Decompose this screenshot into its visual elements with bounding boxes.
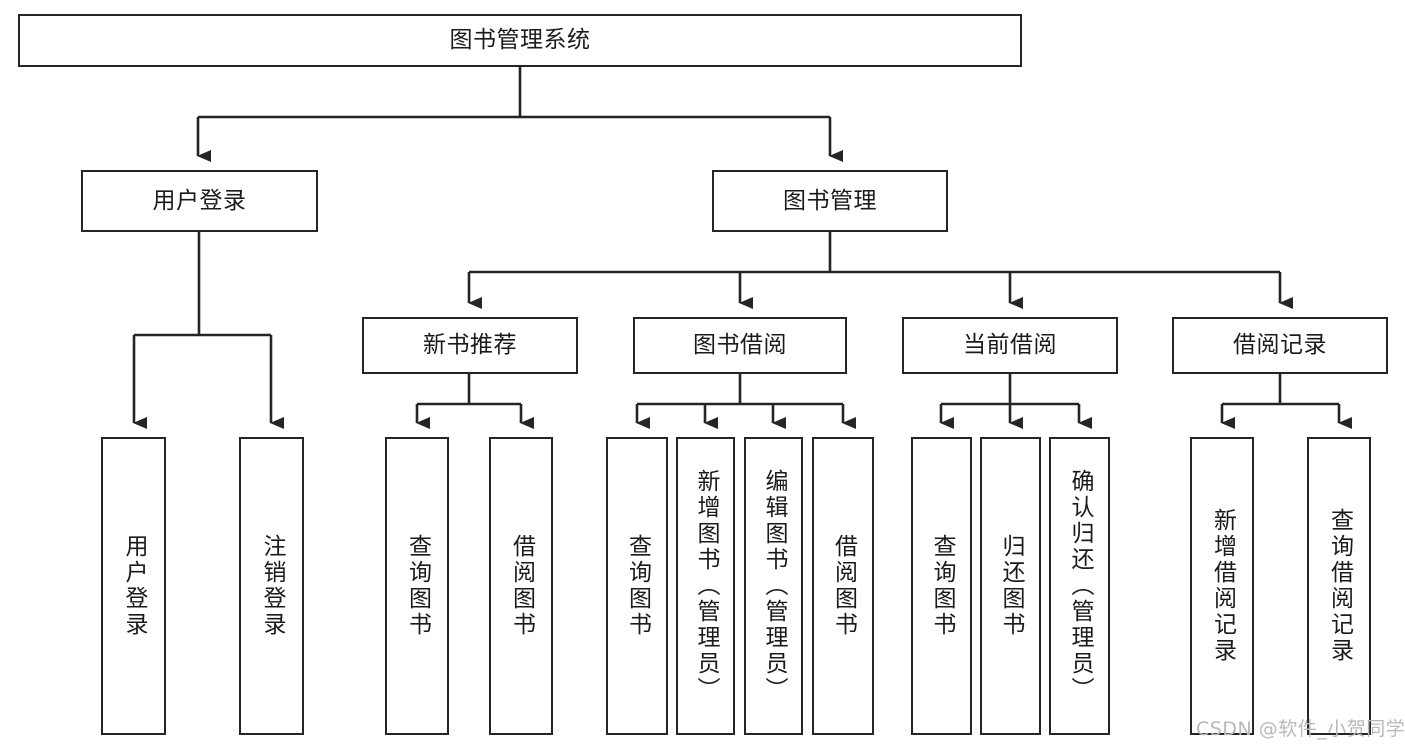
leaf-query-book-recommend-label: 查询图书: [404, 534, 431, 638]
leaf-confirm-return-admin[interactable]: 确认归还（管理员）: [1049, 437, 1110, 735]
leaf-add-borrow-record-label: 新增借阅记录: [1209, 508, 1236, 664]
node-borrow-records-label: 借阅记录: [1233, 332, 1327, 359]
leaf-borrow-book-label: 借阅图书: [830, 534, 857, 638]
leaf-confirm-return-admin-label: 确认归还（管理员）: [1067, 469, 1093, 703]
leaf-borrow-book[interactable]: 借阅图书: [812, 437, 874, 735]
leaf-add-book-admin[interactable]: 新增图书（管理员）: [676, 437, 735, 735]
leaf-logout[interactable]: 注销登录: [239, 437, 304, 735]
leaf-return-book-label: 归还图书: [998, 534, 1024, 638]
leaf-borrow-book-recommend[interactable]: 借阅图书: [489, 437, 553, 735]
leaf-logout-label: 注销登录: [259, 534, 285, 638]
leaf-query-borrow-record[interactable]: 查询借阅记录: [1307, 437, 1371, 735]
leaf-query-book-current-label: 查询图书: [929, 534, 955, 638]
node-root[interactable]: 图书管理系统: [18, 14, 1022, 67]
node-book-management-label: 图书管理: [783, 187, 877, 214]
leaf-query-book-recommend[interactable]: 查询图书: [385, 437, 449, 735]
leaf-add-book-admin-label: 新增图书（管理员）: [693, 469, 719, 703]
csdn-watermark: CSDN @软件_小贺同学: [1196, 718, 1405, 740]
leaf-edit-book-admin[interactable]: 编辑图书（管理员）: [744, 437, 803, 735]
node-book-management[interactable]: 图书管理: [712, 170, 948, 232]
node-root-label: 图书管理系统: [449, 27, 591, 54]
leaf-return-book[interactable]: 归还图书: [980, 437, 1041, 735]
node-user-login-label: 用户登录: [152, 187, 247, 214]
leaf-borrow-book-recommend-label: 借阅图书: [508, 534, 535, 638]
node-new-book-recommend-label: 新书推荐: [423, 332, 517, 359]
node-borrow-records[interactable]: 借阅记录: [1172, 317, 1388, 374]
leaf-user-login-label: 用户登录: [121, 534, 147, 638]
leaf-query-book-borrow[interactable]: 查询图书: [606, 437, 668, 735]
leaf-query-book-current[interactable]: 查询图书: [911, 437, 972, 735]
node-current-borrow-label: 当前借阅: [963, 332, 1057, 359]
leaf-add-borrow-record[interactable]: 新增借阅记录: [1190, 437, 1254, 735]
node-book-borrow-label: 图书借阅: [693, 332, 787, 359]
leaf-edit-book-admin-label: 编辑图书（管理员）: [761, 469, 787, 703]
leaf-user-login[interactable]: 用户登录: [101, 437, 166, 735]
node-user-login[interactable]: 用户登录: [81, 170, 318, 232]
leaf-query-borrow-record-label: 查询借阅记录: [1326, 508, 1353, 664]
node-book-borrow[interactable]: 图书借阅: [633, 317, 847, 374]
node-current-borrow[interactable]: 当前借阅: [902, 317, 1118, 374]
leaf-query-book-borrow-label: 查询图书: [624, 534, 651, 638]
node-new-book-recommend[interactable]: 新书推荐: [362, 317, 578, 374]
